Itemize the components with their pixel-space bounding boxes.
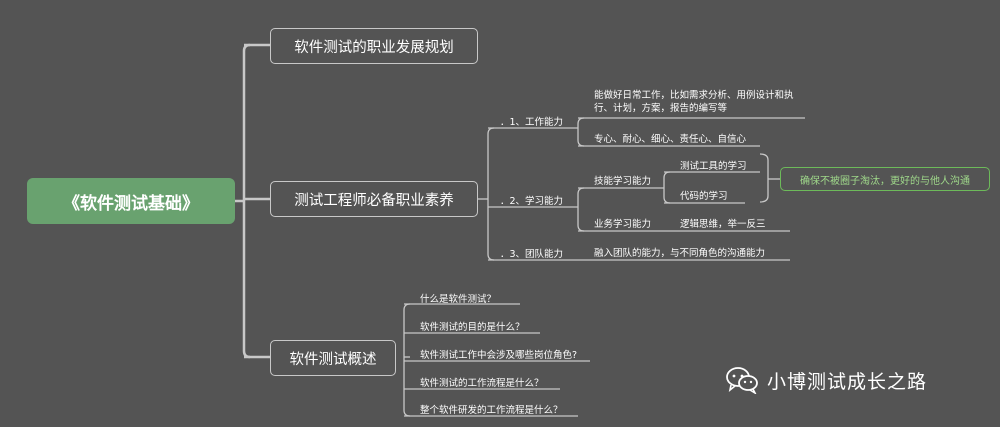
- tech-learning-label[interactable]: 技能学习能力: [594, 176, 652, 187]
- branch-qualities[interactable]: 测试工程师必备职业素养: [270, 181, 478, 217]
- business-item-logic[interactable]: 逻辑思维，举一反三: [680, 219, 766, 230]
- overview-item-3[interactable]: 软件测试工作中会涉及哪些岗位角色?: [420, 350, 578, 361]
- wechat-icon: [726, 367, 758, 394]
- tech-item-tools[interactable]: 测试工具的学习: [680, 161, 747, 172]
- business-learning-label[interactable]: 业务学习能力: [594, 219, 652, 230]
- work-item-daily[interactable]: 能做好日常工作，比如需求分析、用例设计和执行、计划，方案，报告的编写等: [594, 90, 794, 114]
- root-node[interactable]: 《软件测试基础》: [27, 178, 235, 224]
- overview-item-2[interactable]: 软件测试的目的是什么？: [420, 322, 525, 333]
- overview-item-5[interactable]: 整个软件研发的工作流程是什么？: [420, 405, 563, 416]
- watermark-text: 小博测试成长之路: [767, 370, 928, 393]
- watermark: 小博测试成长之路: [725, 366, 927, 394]
- branch-career[interactable]: 软件测试的职业发展规划: [270, 28, 478, 64]
- tech-item-code[interactable]: 代码的学习: [680, 191, 728, 202]
- overview-item-4[interactable]: 软件测试的工作流程是什么？: [420, 378, 544, 389]
- tech-callout[interactable]: 确保不被圈子淘汰，更好的与他人沟通: [780, 167, 990, 191]
- team-item-communication[interactable]: 融入团队的能力，与不同角色的沟通能力: [594, 248, 766, 259]
- work-item-attitude[interactable]: 专心、耐心、细心、责任心、自信心: [594, 134, 747, 145]
- overview-item-1[interactable]: 什么是软件测试？: [420, 294, 497, 305]
- learning-ability-label[interactable]: ．2、学习能力: [500, 196, 564, 207]
- team-ability-label[interactable]: ．3、团队能力: [500, 249, 564, 260]
- branch-overview[interactable]: 软件测试概述: [270, 340, 396, 376]
- work-ability-label[interactable]: ．1、工作能力: [500, 117, 564, 128]
